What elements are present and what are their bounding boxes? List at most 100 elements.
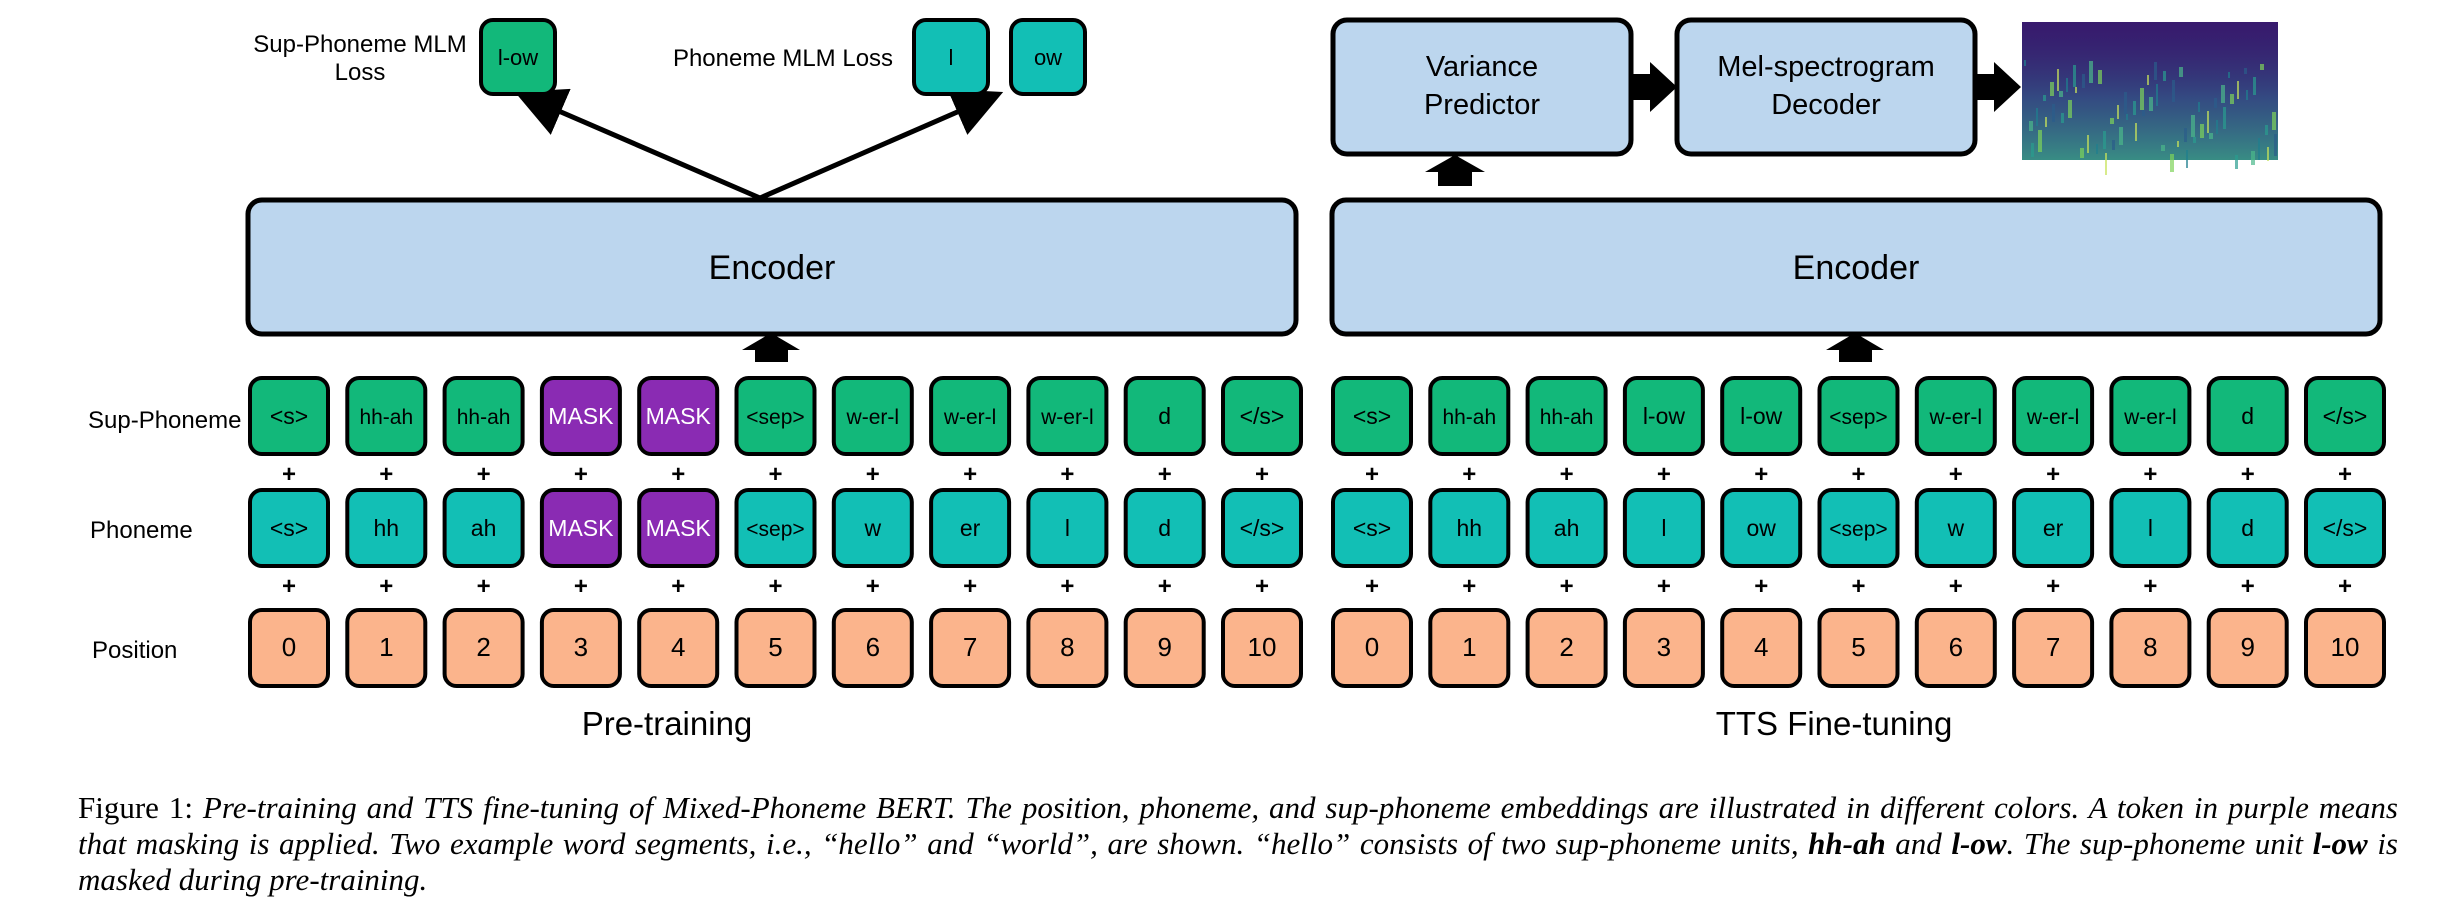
- pretraining-sup-phoneme-token-box-6: [831, 376, 914, 456]
- finetuning-phoneme-token-3: l: [1661, 515, 1666, 541]
- pretraining-sup-phoneme-token-box-2: [442, 376, 525, 456]
- pretraining-sup-phoneme-token-7: w-er-l: [943, 406, 997, 429]
- caption-text-4: is masked during pre-training.: [78, 826, 2398, 897]
- pretraining-plus-phoneme-5: +: [768, 573, 782, 600]
- finetuning-position-token-8: 8: [2143, 632, 2157, 662]
- pretraining-plus-phoneme-6: +: [866, 573, 880, 600]
- caption-bold-1: hh-ah: [1808, 826, 1886, 861]
- finetuning-position-token-1: 1: [1462, 632, 1476, 662]
- spectrogram-streak: [2080, 148, 2084, 158]
- spectrogram-streak: [2050, 82, 2054, 96]
- finetuning-position-token-9: 9: [2240, 632, 2254, 662]
- finetuning-plus-phoneme-9: +: [2241, 573, 2255, 600]
- finetuning-phoneme-token-6: w: [1946, 515, 1964, 541]
- finetuning-phoneme-token-box-4: [1720, 488, 1803, 568]
- spectrogram-streak: [2172, 80, 2175, 102]
- pretraining-phoneme-token-2: ah: [471, 515, 497, 541]
- pretraining-phoneme-token-6: w: [863, 515, 881, 541]
- spectrogram-streak: [2140, 88, 2144, 110]
- spectrogram-streak: [2038, 130, 2042, 152]
- spectrogram-streak: [2043, 95, 2046, 101]
- pretraining-position-token-3: 3: [574, 632, 588, 662]
- finetuning-plus-phoneme-3: +: [1657, 573, 1671, 600]
- caption-figure-label: Figure 1:: [78, 790, 193, 825]
- finetuning-position-token-3: 3: [1657, 632, 1671, 662]
- pretraining-position-token-box-7: [929, 608, 1012, 688]
- spectrogram-streak: [2186, 150, 2188, 168]
- finetuning-phoneme-token-box-1: [1428, 488, 1511, 568]
- pretraining-phoneme-token-7: er: [960, 515, 981, 541]
- finetuning-sup-phoneme-token-box-1: [1428, 376, 1511, 456]
- pretraining-plus-phoneme-2: +: [477, 573, 491, 600]
- spectrogram-streak: [2089, 61, 2093, 83]
- finetuning-phoneme-token-9: d: [2241, 515, 2254, 541]
- pretraining-phoneme-token-box-4: [637, 488, 720, 568]
- pretraining-plus-sup-phoneme-6: +: [866, 461, 880, 488]
- phoneme-loss-label: Phoneme MLM Loss: [673, 45, 893, 72]
- pretraining-plus-sup-phoneme-2: +: [477, 461, 491, 488]
- finetuning-sup-phoneme-token-box-8: [2109, 376, 2192, 456]
- sup-loss-token-box: [479, 18, 557, 96]
- finetuning-sup-phoneme-token-box-9: [2206, 376, 2289, 456]
- pretraining-position-token-box-9: [1123, 608, 1206, 688]
- finetuning-position-token-box-3: [1622, 608, 1705, 688]
- sup-phoneme-loss-arrow: [514, 88, 761, 201]
- row-label-position: Position: [92, 637, 177, 664]
- finetuning-sup-phoneme-token-box-5: [1817, 376, 1900, 456]
- pretraining-position-token-box-5: [734, 608, 817, 688]
- spectrogram-streak: [2066, 78, 2068, 92]
- finetuning-phoneme-token-7: er: [2043, 515, 2064, 541]
- spectrogram-streak: [2031, 143, 2034, 157]
- finetuning-plus-phoneme-8: +: [2143, 573, 2157, 600]
- finetuning-plus-sup-phoneme-7: +: [2046, 461, 2060, 488]
- pretraining-sup-phoneme-token-6: w-er-l: [846, 406, 900, 429]
- pretraining-position-token-0: 0: [282, 632, 296, 662]
- phoneme-loss-token-2: ow: [1034, 45, 1062, 70]
- spectrogram-streak: [2124, 92, 2127, 114]
- pretraining-plus-sup-phoneme-10: +: [1255, 461, 1269, 488]
- pretraining-plus-sup-phoneme-3: +: [574, 461, 588, 488]
- spectrogram-streak: [2223, 107, 2226, 129]
- pretraining-position-token-box-4: [637, 608, 720, 688]
- finetuning-encoder-label: Encoder: [1793, 249, 1920, 287]
- finetuning-sup-phoneme-token-7: w-er-l: [2026, 406, 2080, 429]
- pretraining-plus-sup-phoneme-9: +: [1158, 461, 1172, 488]
- spectrogram-streak: [2235, 155, 2238, 169]
- spectrogram-streak: [2216, 120, 2218, 134]
- finetuning-phoneme-token-box-10: [2304, 488, 2386, 568]
- pretraining-plus-sup-phoneme-4: +: [671, 461, 685, 488]
- pretraining-position-token-10: 10: [1248, 632, 1277, 662]
- pretraining-plus-sup-phoneme-8: +: [1060, 461, 1074, 488]
- spectrogram-streak: [2057, 69, 2059, 91]
- spectrogram-streak: [2117, 105, 2119, 119]
- finetuning-sup-phoneme-token-2: hh-ah: [1540, 406, 1594, 429]
- finetuning-position-token-box-9: [2206, 608, 2289, 688]
- finetuning-input-arrow: [1826, 333, 1884, 362]
- pretraining-sup-phoneme-token-0: <s>: [270, 403, 308, 429]
- spectrogram-streak: [2193, 137, 2196, 143]
- finetuning-plus-sup-phoneme-1: +: [1462, 461, 1476, 488]
- pretraining-position-token-7: 7: [963, 632, 977, 662]
- finetuning-plus-phoneme-4: +: [1754, 573, 1768, 600]
- finetuning-plus-phoneme-2: +: [1560, 573, 1574, 600]
- caption-bold-3: l-ow: [2312, 826, 2368, 861]
- pretraining-phoneme-token-box-5: [734, 488, 817, 568]
- spectrogram-streak: [2214, 98, 2217, 108]
- finetuning-position-token-box-0: [1331, 608, 1413, 688]
- pretraining-plus-sup-phoneme-1: +: [379, 461, 393, 488]
- pretraining-phoneme-token-0: <s>: [270, 515, 308, 541]
- finetuning-phoneme-token-box-8: [2109, 488, 2192, 568]
- caption-bold-2: l-ow: [1951, 826, 2007, 861]
- spectrogram-streak: [2082, 74, 2085, 88]
- sup-phoneme-loss-label-line1: Sup-Phoneme MLM: [253, 31, 466, 58]
- finetuning-plus-phoneme-0: +: [1365, 573, 1379, 600]
- pretraining-position-token-9: 9: [1157, 632, 1171, 662]
- caption-text-3: . The sup-phoneme unit: [2006, 826, 2313, 861]
- figure-caption: Figure 1: Pre-training and TTS fine-tuni…: [78, 790, 2398, 898]
- spectrogram-streak: [2098, 70, 2102, 84]
- spectrogram-streak: [2163, 71, 2166, 81]
- finetuning-phoneme-token-box-6: [1914, 488, 1997, 568]
- pretraining-plus-sup-phoneme-5: +: [768, 461, 782, 488]
- spectrogram-streak: [2251, 151, 2255, 165]
- token-grid: <s>+hh-ah+hh-ah+MASK+MASK+<sep>+w-er-l+w…: [248, 376, 2386, 688]
